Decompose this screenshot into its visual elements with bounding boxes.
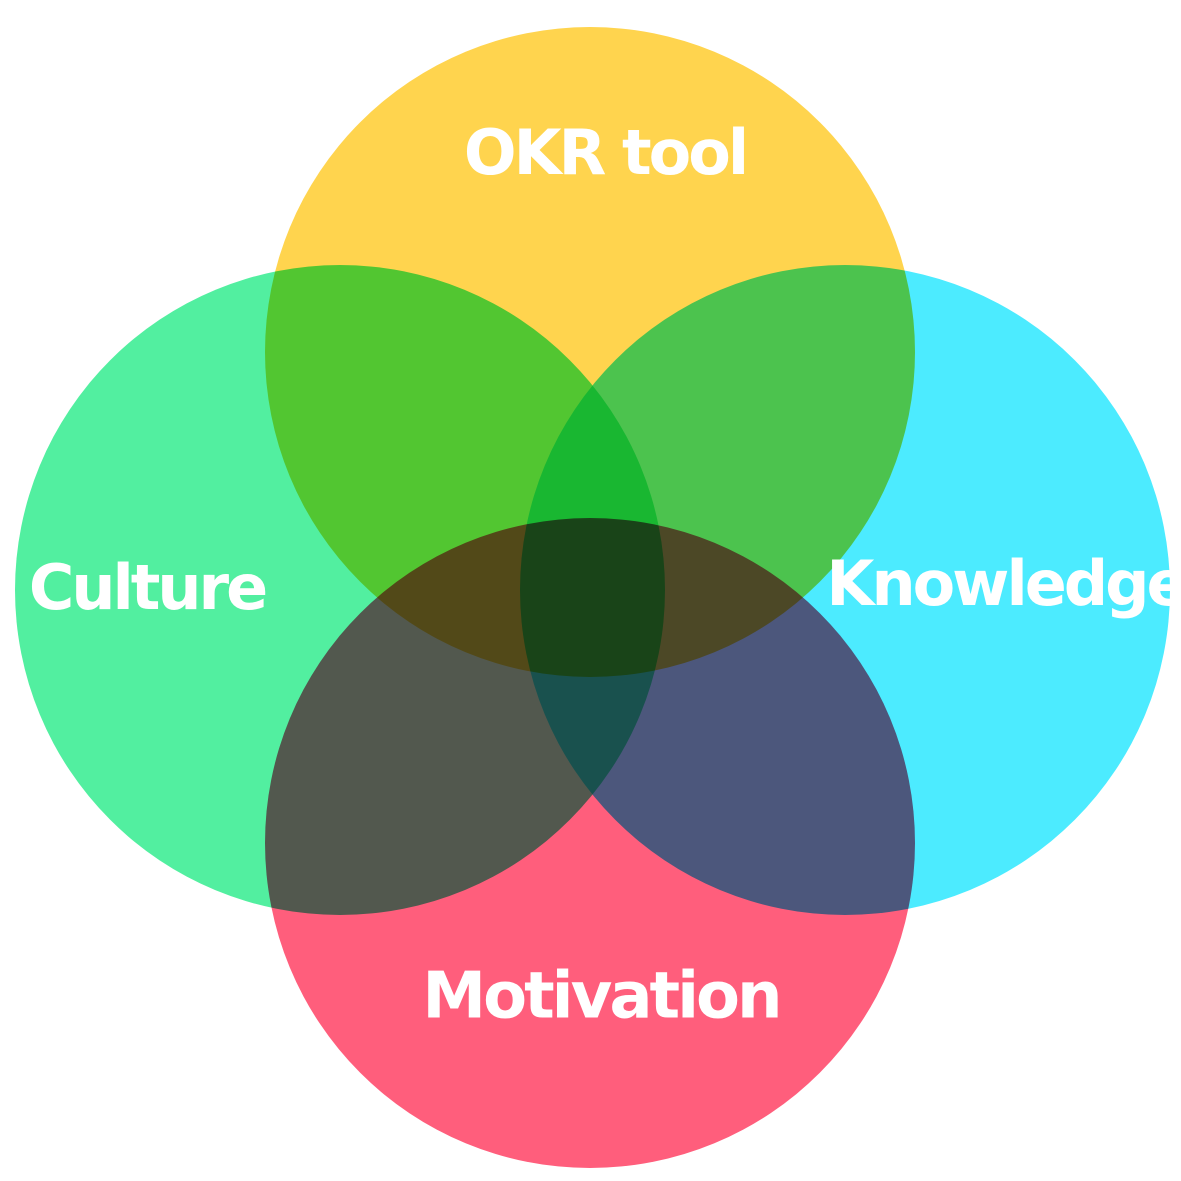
knowledge-label: Knowledge bbox=[826, 547, 1181, 620]
okr-tool-label: OKR tool bbox=[464, 116, 746, 189]
motivation-label: Motivation bbox=[422, 960, 779, 1034]
venn-circles bbox=[15, 27, 1170, 1168]
motivation-circle bbox=[265, 518, 915, 1168]
culture-label: Culture bbox=[29, 551, 266, 624]
okr-tool-circle bbox=[265, 27, 915, 677]
venn-labels: OKR tool Culture Knowledge Motivation bbox=[29, 116, 1181, 1033]
